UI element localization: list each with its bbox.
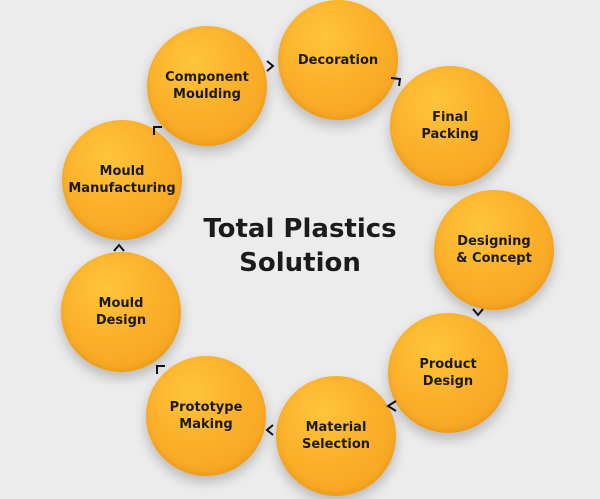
chevron-icon — [384, 398, 400, 414]
node-prototype-making: Prototype Making — [146, 356, 266, 476]
node-mould-design: Mould Design — [61, 252, 181, 372]
node-product-design: Product Design — [388, 313, 508, 433]
title-line-2: Solution — [239, 248, 361, 278]
chevron-icon — [388, 73, 404, 89]
diagram-title: Total Plastics Solution — [180, 212, 420, 280]
node-label: Decoration — [297, 52, 379, 68]
node-label: Mould Manufacturing — [68, 164, 176, 196]
node-label: Mould Design — [95, 296, 147, 328]
node-mould-manufacturing: Mould Manufacturing — [62, 120, 182, 240]
node-component-moulding: Component Moulding — [147, 26, 267, 146]
chevron-icon — [262, 422, 278, 438]
node-decoration: Decoration — [278, 0, 398, 120]
chevron-icon — [262, 58, 278, 74]
title-line-1: Total Plastics — [203, 214, 397, 244]
chevron-icon — [111, 240, 127, 256]
node-label: Designing & Concept — [456, 234, 532, 266]
node-label: Final Packing — [421, 110, 479, 142]
node-material-selection: Material Selection — [276, 376, 396, 496]
chevron-icon — [153, 362, 169, 378]
node-final-packing: Final Packing — [390, 66, 510, 186]
node-label: Product Design — [419, 357, 477, 389]
node-label: Component Moulding — [165, 70, 249, 102]
node-label: Material Selection — [301, 420, 370, 452]
chevron-icon — [470, 303, 486, 319]
node-designing-concept: Designing & Concept — [434, 190, 554, 310]
chevron-icon — [150, 122, 166, 138]
node-label: Prototype Making — [169, 400, 243, 432]
